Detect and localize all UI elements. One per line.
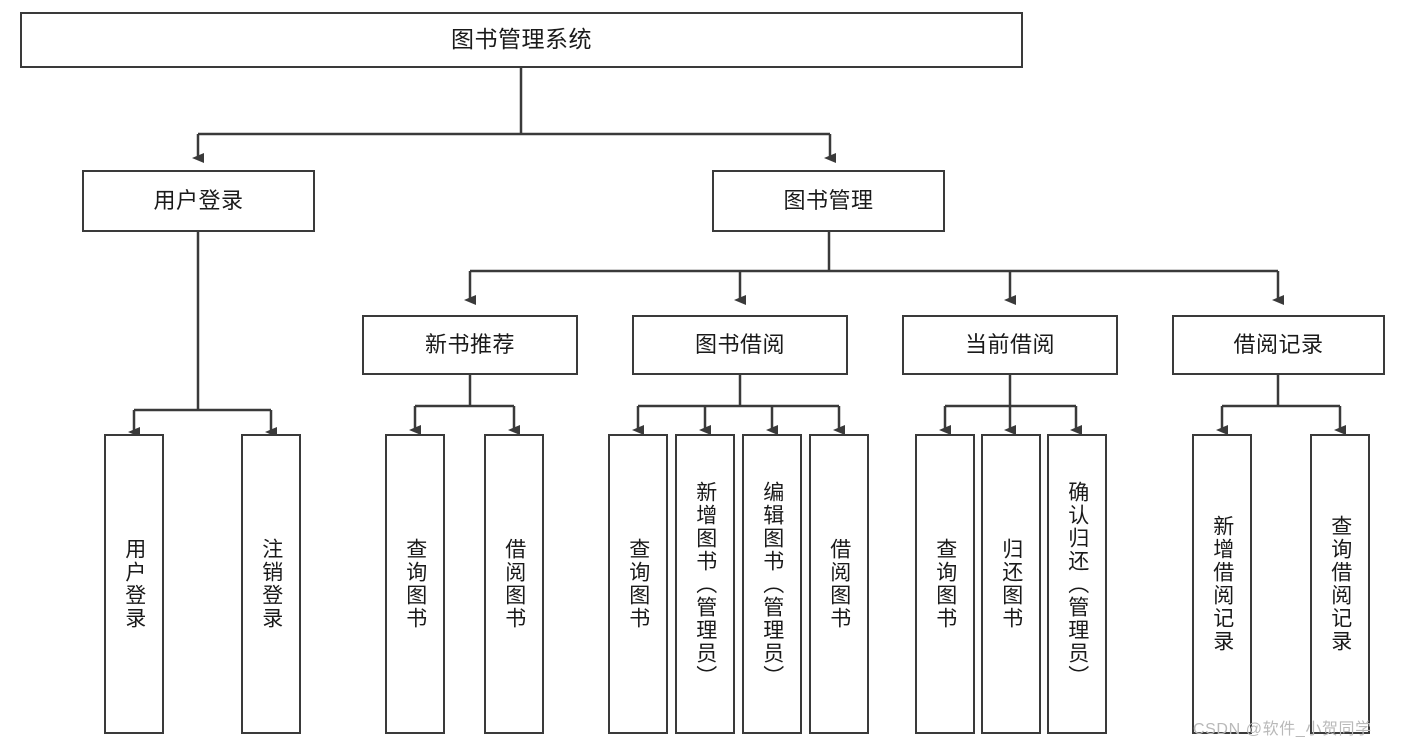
node-leaf-add-book-label: 新增图书（管理员）: [693, 480, 717, 688]
node-new-book-recommend[interactable]: 新书推荐: [362, 315, 578, 375]
node-leaf-logout-login-label: 注销登录: [259, 538, 283, 630]
node-book-borrow-label: 图书借阅: [694, 331, 785, 357]
node-leaf-return-book-label: 归还图书: [999, 538, 1023, 630]
node-borrow-record-label: 借阅记录: [1233, 331, 1324, 357]
node-leaf-query-book-3-label: 查询图书: [933, 538, 957, 630]
node-root-label: 图书管理系统: [451, 26, 592, 53]
node-root[interactable]: 图书管理系统: [20, 12, 1023, 68]
node-book-manage[interactable]: 图书管理: [712, 170, 945, 232]
node-leaf-add-book[interactable]: 新增图书（管理员）: [675, 434, 735, 734]
node-leaf-edit-book[interactable]: 编辑图书（管理员）: [742, 434, 802, 734]
node-new-book-recommend-label: 新书推荐: [424, 331, 515, 357]
node-leaf-borrow-book-1-label: 借阅图书: [502, 538, 526, 630]
node-book-manage-label: 图书管理: [783, 187, 874, 213]
node-leaf-query-book-2[interactable]: 查询图书: [608, 434, 668, 734]
node-leaf-query-record-label: 查询借阅记录: [1328, 515, 1352, 653]
node-leaf-query-record[interactable]: 查询借阅记录: [1310, 434, 1370, 734]
node-current-borrow[interactable]: 当前借阅: [902, 315, 1118, 375]
node-leaf-return-book[interactable]: 归还图书: [981, 434, 1041, 734]
node-borrow-record[interactable]: 借阅记录: [1172, 315, 1385, 375]
node-leaf-query-book-1-label: 查询图书: [403, 538, 427, 630]
node-user-login-label: 用户登录: [153, 187, 244, 213]
node-leaf-add-record-label: 新增借阅记录: [1210, 515, 1234, 653]
node-leaf-confirm-return-label: 确认归还（管理员）: [1065, 480, 1089, 688]
node-leaf-user-login-label: 用户登录: [122, 538, 146, 630]
node-user-login[interactable]: 用户登录: [82, 170, 315, 232]
node-leaf-logout-login[interactable]: 注销登录: [241, 434, 301, 734]
node-leaf-add-record[interactable]: 新增借阅记录: [1192, 434, 1252, 734]
node-leaf-borrow-book-2-label: 借阅图书: [827, 538, 851, 630]
node-book-borrow[interactable]: 图书借阅: [632, 315, 848, 375]
node-leaf-query-book-1[interactable]: 查询图书: [385, 434, 445, 734]
node-leaf-borrow-book-2[interactable]: 借阅图书: [809, 434, 869, 734]
node-leaf-user-login[interactable]: 用户登录: [104, 434, 164, 734]
node-leaf-query-book-2-label: 查询图书: [626, 538, 650, 630]
node-leaf-confirm-return[interactable]: 确认归还（管理员）: [1047, 434, 1107, 734]
node-leaf-query-book-3[interactable]: 查询图书: [915, 434, 975, 734]
node-current-borrow-label: 当前借阅: [964, 331, 1055, 357]
node-leaf-borrow-book-1[interactable]: 借阅图书: [484, 434, 544, 734]
node-leaf-edit-book-label: 编辑图书（管理员）: [760, 480, 784, 688]
